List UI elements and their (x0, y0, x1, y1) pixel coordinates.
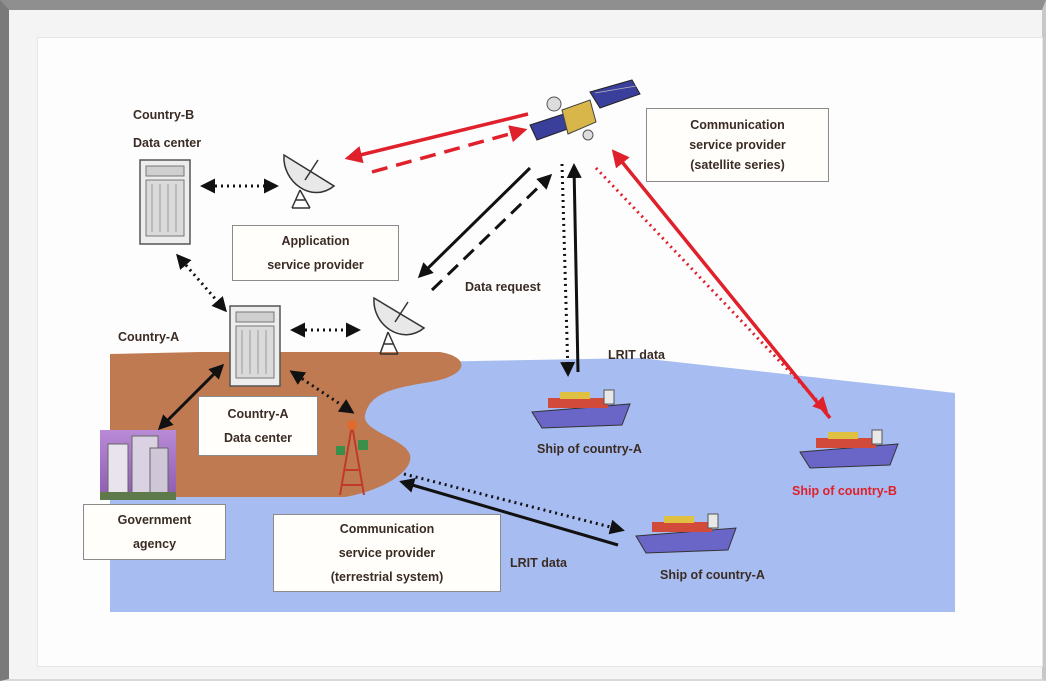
government-agency-box: Government agency (83, 504, 226, 560)
data-center-b-label: Data center (133, 136, 202, 150)
government-line2: agency (132, 537, 177, 551)
country-a-data-center-box: Country-A Data center (198, 396, 318, 456)
arrow-dashed (430, 173, 553, 292)
server-rack-icon (139, 159, 191, 245)
building-icon (100, 430, 176, 500)
arrow-solid (157, 163, 619, 547)
comm-terrestrial-line1: Communication (339, 522, 435, 536)
comm-terrestrial-box: Communication service provider (terrestr… (273, 514, 501, 592)
lrit-data-bottom-label: LRIT data (510, 556, 567, 570)
comm-satellite-line1: Communication (690, 118, 785, 132)
application-sp-line2: service provider (267, 258, 364, 272)
server-rack-icon (229, 305, 281, 387)
application-service-provider-box: Application service provider (232, 225, 399, 281)
country-a-dc-line2: Data center (223, 431, 293, 445)
government-line1: Government (117, 513, 192, 527)
antenna-dish-icon (373, 296, 426, 355)
comm-satellite-box: Communication service provider (satellit… (646, 108, 829, 182)
country-a-dc-line1: Country-A (227, 407, 289, 421)
cargo-ship-icon (531, 389, 631, 429)
cargo-ship-icon (799, 429, 899, 469)
antenna-dish-icon (283, 153, 336, 209)
arrow-dotted (176, 163, 625, 535)
data-request-label: Data request (465, 280, 541, 294)
ship-a-bottom-label: Ship of country-A (660, 568, 765, 582)
comm-terrestrial-line3: (terrestrial system) (330, 570, 444, 584)
lrit-data-top-label: LRIT data (608, 348, 665, 362)
country-b-label: Country-B (133, 108, 195, 122)
ship-a-top-label: Ship of country-A (537, 442, 642, 456)
satellite-icon (529, 79, 641, 141)
application-sp-line1: Application (281, 234, 350, 248)
arrow-red (344, 112, 832, 420)
country-a-label: Country-A (118, 330, 180, 344)
comm-terrestrial-line2: service provider (338, 546, 436, 560)
comm-satellite-line3: (satellite series) (690, 158, 785, 172)
radio-tower-icon (336, 420, 368, 496)
comm-satellite-line2: service provider (689, 138, 786, 152)
cargo-ship-icon (635, 513, 737, 554)
ship-b-label: Ship of country-B (792, 484, 897, 498)
